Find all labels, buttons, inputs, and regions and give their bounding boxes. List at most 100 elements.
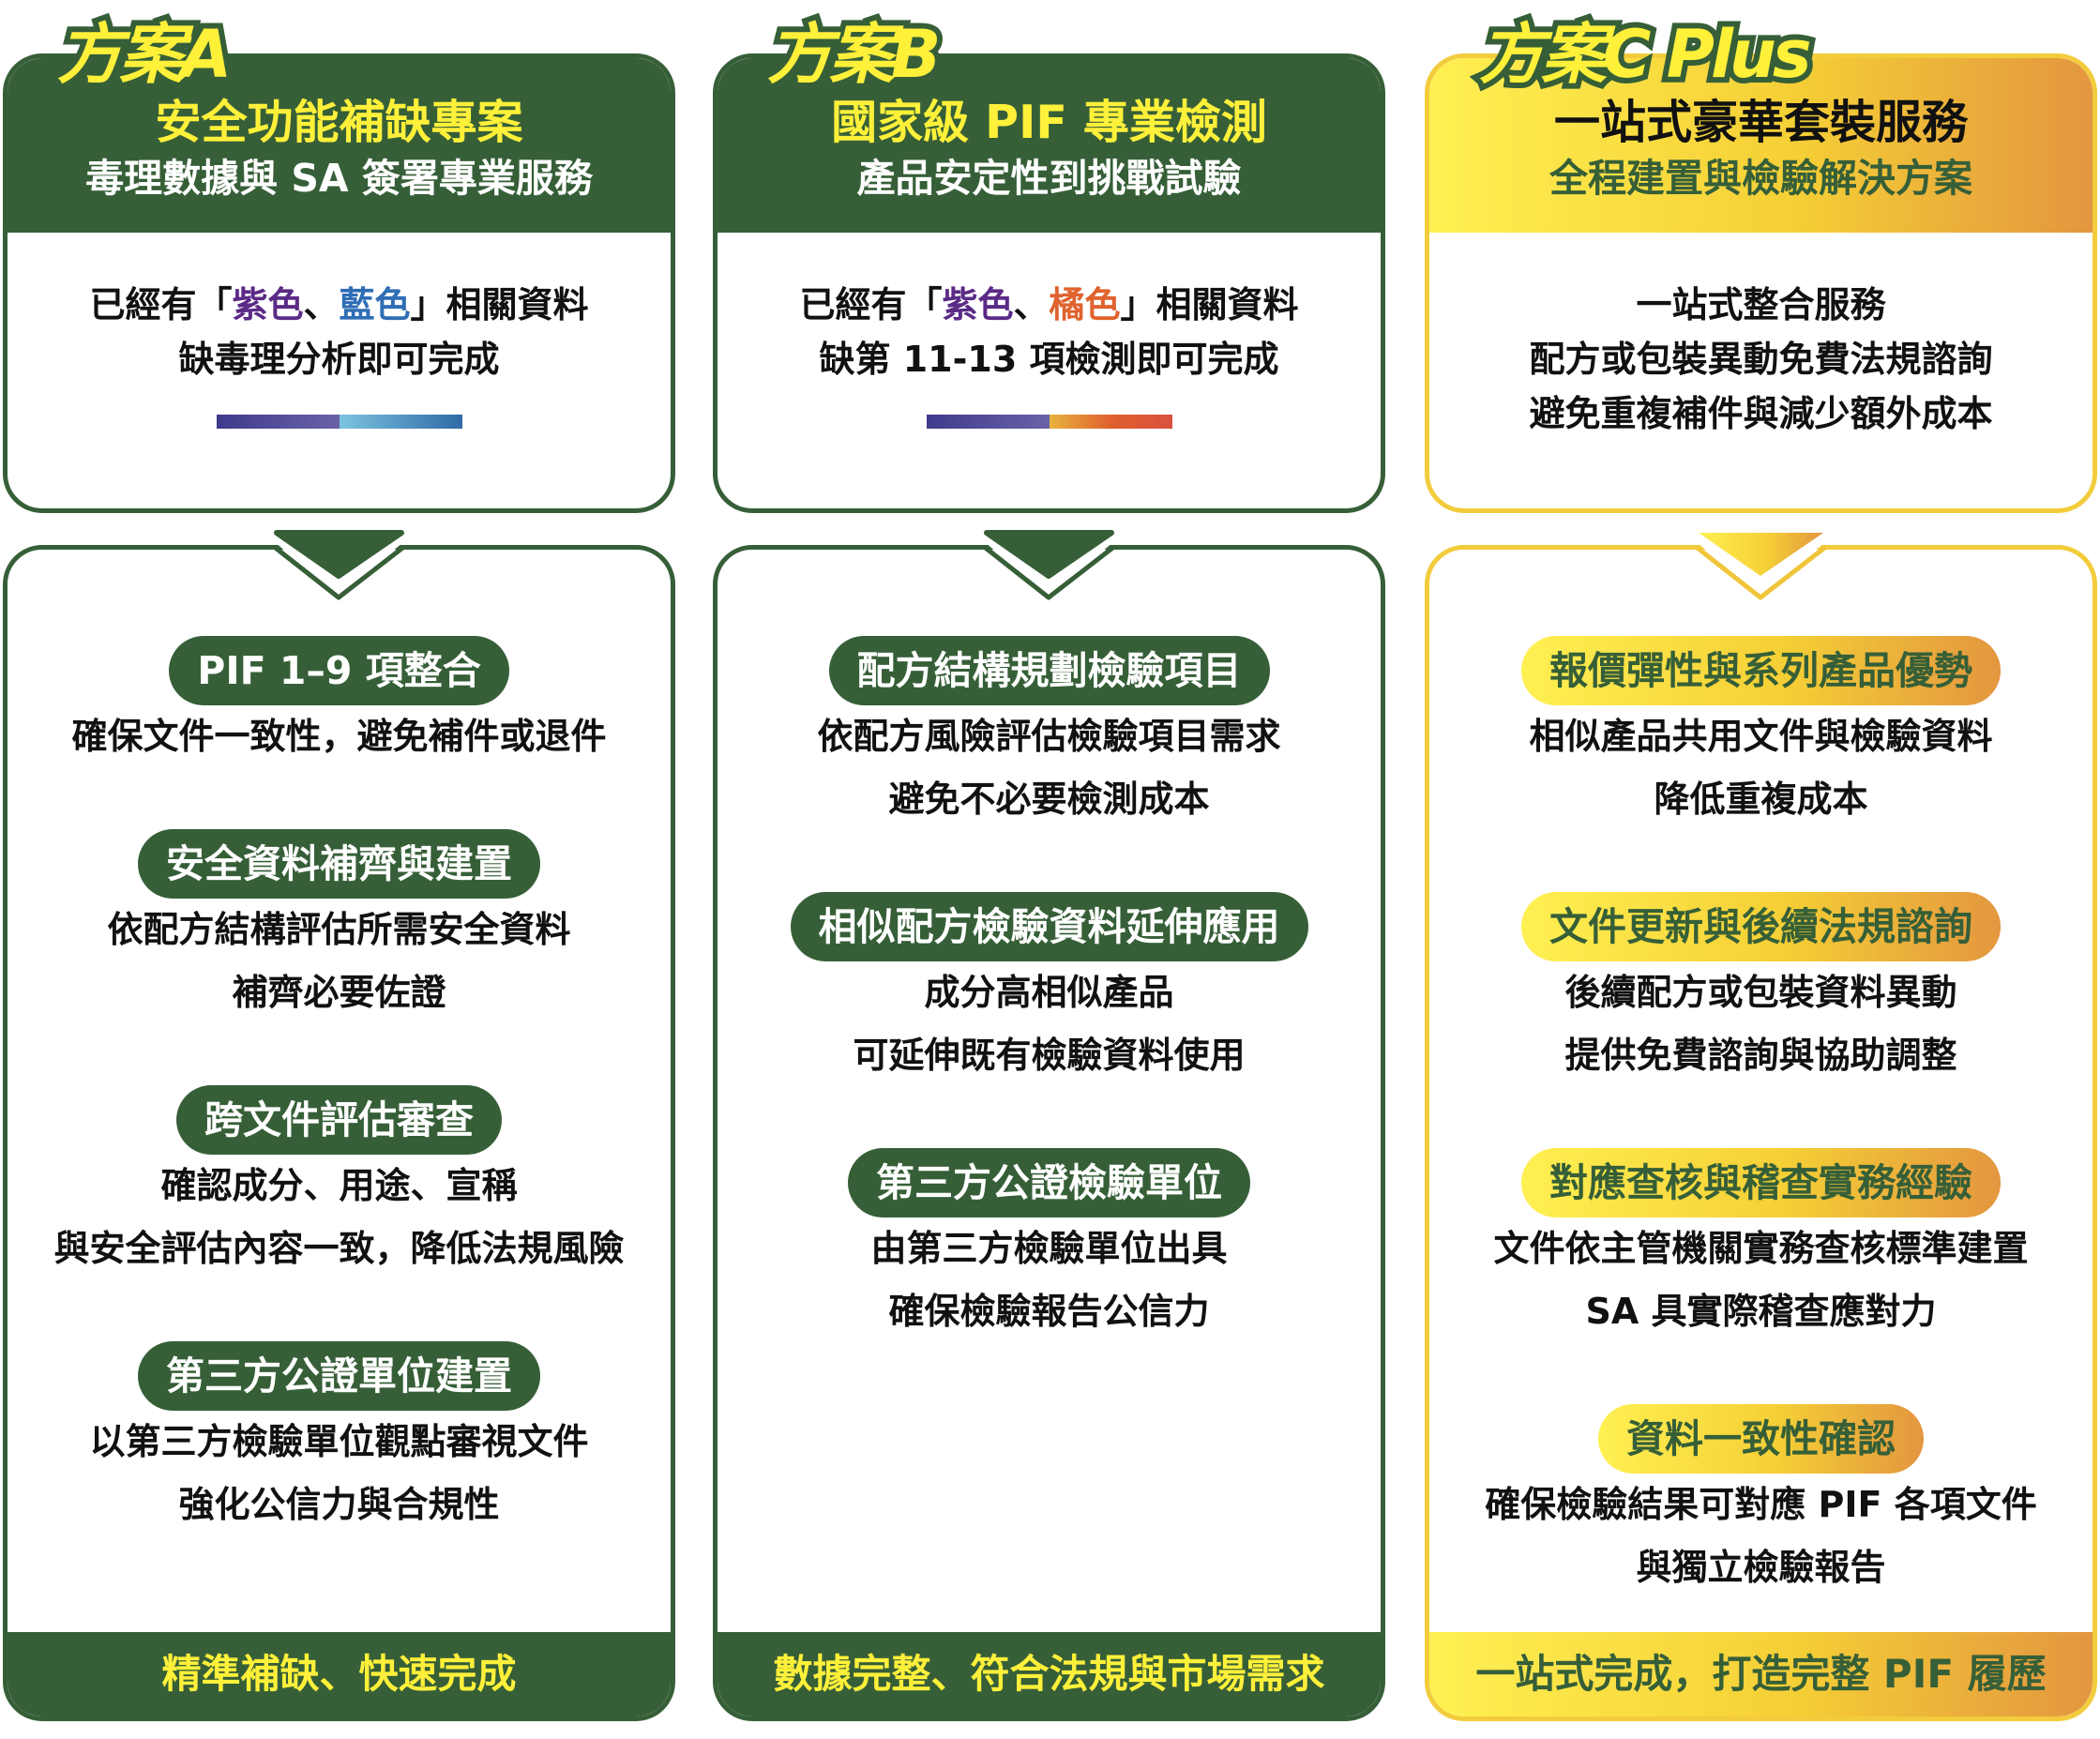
plan-section: 第三方公證檢驗單位由第三方檢驗單位出具確保檢驗報告公信力 [718, 1148, 1381, 1343]
summary-line: 配方或包裝異動免費法規諮詢 [1429, 332, 2092, 386]
color-bar-segment [216, 415, 340, 429]
section-line: 補齊必要佐證 [232, 972, 446, 1013]
summary-text: 配方或包裝異動免費法規諮詢 [1529, 339, 1993, 380]
plan-section: PIF 1–9 項整合確保文件一致性，避免補件或退件 [8, 636, 671, 768]
plan-footer: 數據完整、符合法規與市場需求 [718, 1632, 1381, 1716]
plan-title: 國家級 PIF 專業檢測 [831, 96, 1267, 149]
plan-section: 相似配方檢驗資料延伸應用成分高相似產品可延伸既有檢驗資料使用 [718, 892, 1381, 1087]
plan-section: 跨文件評估審查確認成分、用途、宣稱與安全評估內容一致，降低法規風險 [8, 1085, 671, 1280]
section-line: 由第三方檢驗單位出具 [870, 1228, 1228, 1269]
summary-text: 、 [303, 284, 340, 325]
arrow-triangle [984, 530, 1114, 579]
section-pill: 配方結構規劃檢驗項目 [828, 636, 1270, 705]
section-pill: 報價彈性與系列產品優勢 [1521, 636, 2001, 705]
color-bar-segment [1049, 415, 1172, 429]
section-line: 與獨立檢驗報告 [1636, 1547, 1886, 1588]
section-line: 提供免費諮詢與協助調整 [1564, 1035, 1957, 1076]
highlight-text: 橘色 [1049, 284, 1121, 325]
notch-outline [1695, 545, 1827, 600]
section-line: 降低重複成本 [1654, 779, 1868, 820]
plan-title: 安全功能補缺專案 [155, 96, 523, 149]
plan-summary: 已經有「紫色、藍色」相關資料缺毒理分析即可完成 [8, 233, 671, 429]
plan-header: 國家級 PIF 專業檢測產品安定性到挑戰試驗 [718, 58, 1381, 233]
summary-text: 避免重複補件與減少額外成本 [1529, 393, 1993, 434]
summary-line: 已經有「紫色、藍色」相關資料 [8, 278, 671, 332]
plan-subtitle: 全程建置與檢驗解決方案 [1549, 156, 1972, 201]
summary-line: 避免重複補件與減少額外成本 [1429, 386, 2092, 441]
plan-summary: 一站式整合服務配方或包裝異動免費法規諮詢避免重複補件與減少額外成本 [1429, 233, 2092, 441]
plan-subtitle: 產品安定性到挑戰試驗 [856, 156, 1242, 201]
section-line: 成分高相似產品 [924, 972, 1174, 1013]
summary-text: 、 [1013, 284, 1050, 325]
plan-sections: 配方結構規劃檢驗項目依配方風險評估檢驗項目需求避免不必要檢測成本相似配方檢驗資料… [718, 636, 1381, 1404]
section-pill: 對應查核與稽查實務經驗 [1521, 1148, 2001, 1217]
section-pill: 跨文件評估審查 [176, 1085, 502, 1155]
highlight-text: 藍色 [339, 284, 411, 325]
section-pill: 安全資料補齊與建置 [138, 829, 540, 899]
color-bar-segment [926, 415, 1050, 429]
plan-details-card: PIF 1–9 項整合確保文件一致性，避免補件或退件安全資料補齊與建置依配方結構… [3, 545, 675, 1721]
highlight-text: 紫色 [232, 284, 304, 325]
section-line: 確保檢驗報告公信力 [888, 1291, 1210, 1332]
section-pill: 文件更新與後續法規諮詢 [1521, 892, 2001, 961]
plan-section: 文件更新與後續法規諮詢後續配方或包裝資料異動提供免費諮詢與協助調整 [1429, 892, 2092, 1087]
plan-label: 方案B [762, 10, 946, 98]
plan-section: 第三方公證單位建置以第三方檢驗單位觀點審視文件強化公信力與合規性 [8, 1341, 671, 1536]
plan-summary-card: 國家級 PIF 專業檢測產品安定性到挑戰試驗已經有「紫色、橘色」相關資料缺第 1… [713, 53, 1385, 513]
arrow-down-icon [273, 530, 405, 600]
summary-line: 一站式整合服務 [1429, 278, 2092, 332]
highlight-text: 紫色 [942, 284, 1014, 325]
summary-text: 缺第 11-13 項檢測即可完成 [819, 339, 1279, 380]
plan-details-card: 報價彈性與系列產品優勢相似產品共用文件與檢驗資料降低重複成本文件更新與後續法規諮… [1425, 545, 2097, 1721]
section-line: 文件依主管機關實務查核標準建置 [1493, 1228, 2029, 1269]
summary-text: 缺毒理分析即可完成 [178, 339, 500, 380]
arrow-triangle [1699, 533, 1823, 576]
section-pill: 資料一致性確認 [1598, 1404, 1924, 1474]
plan-section: 安全資料補齊與建置依配方結構評估所需安全資料補齊必要佐證 [8, 829, 671, 1024]
section-pill: 第三方公證單位建置 [138, 1341, 540, 1411]
section-line: 可延伸既有檢驗資料使用 [853, 1035, 1246, 1076]
arrow-down-icon [1695, 533, 1827, 600]
section-line: 避免不必要檢測成本 [888, 779, 1210, 820]
plan-section: 報價彈性與系列產品優勢相似產品共用文件與檢驗資料降低重複成本 [1429, 636, 2092, 831]
plan-label: 方案A [52, 10, 237, 98]
plan-header: 安全功能補缺專案毒理數據與 SA 簽署專業服務 [8, 58, 671, 233]
summary-text: 一站式整合服務 [1636, 284, 1886, 325]
notch-outline [983, 545, 1115, 600]
color-bar [926, 415, 1172, 429]
summary-line: 缺毒理分析即可完成 [8, 332, 671, 386]
arrow-triangle [274, 530, 404, 579]
section-pill: 第三方公證檢驗單位 [848, 1148, 1250, 1217]
section-line: 確認成分、用途、宣稱 [160, 1165, 518, 1206]
section-line: 確保文件一致性，避免補件或退件 [71, 716, 607, 757]
color-bar [216, 415, 462, 429]
plan-details-card: 配方結構規劃檢驗項目依配方風險評估檢驗項目需求避免不必要檢測成本相似配方檢驗資料… [713, 545, 1385, 1721]
plan-section: 對應查核與稽查實務經驗文件依主管機關實務查核標準建置 SA 具實際稽查應對力 [1429, 1148, 2092, 1343]
section-line: 與安全評估內容一致，降低法規風險 [53, 1228, 625, 1269]
plan-sections: PIF 1–9 項整合確保文件一致性，避免補件或退件安全資料補齊與建置依配方結構… [8, 636, 671, 1597]
arrow-down-icon [983, 530, 1115, 600]
section-line: 相似產品共用文件與檢驗資料 [1529, 716, 1993, 757]
summary-text: 」相關資料 [410, 284, 589, 325]
section-line: 確保檢驗結果可對應 PIF 各項文件 [1485, 1484, 2037, 1525]
plan-header: 一站式豪華套裝服務全程建置與檢驗解決方案 [1429, 58, 2092, 233]
summary-line: 缺第 11-13 項檢測即可完成 [718, 332, 1381, 386]
section-line: SA 具實際稽查應對力 [1585, 1291, 1937, 1332]
plan-sections: 報價彈性與系列產品優勢相似產品共用文件與檢驗資料降低重複成本文件更新與後續法規諮… [1429, 636, 2092, 1660]
plan-section: 配方結構規劃檢驗項目依配方風險評估檢驗項目需求避免不必要檢測成本 [718, 636, 1381, 831]
section-line: 後續配方或包裝資料異動 [1564, 972, 1957, 1013]
plan-subtitle: 毒理數據與 SA 簽署專業服務 [85, 156, 593, 201]
summary-text: 」相關資料 [1120, 284, 1299, 325]
plan-label: 方案C Plus [1473, 10, 1818, 98]
plan-title: 一站式豪華套裝服務 [1553, 96, 1968, 149]
plan-footer: 一站式完成，打造完整 PIF 履歷 [1429, 1632, 2092, 1716]
summary-text: 已經有「 [89, 284, 233, 325]
section-pill: PIF 1–9 項整合 [169, 636, 509, 705]
summary-line: 已經有「紫色、橘色」相關資料 [718, 278, 1381, 332]
section-line: 依配方風險評估檢驗項目需求 [817, 716, 1281, 757]
plan-summary-card: 一站式豪華套裝服務全程建置與檢驗解決方案一站式整合服務配方或包裝異動免費法規諮詢… [1425, 53, 2097, 513]
section-pill: 相似配方檢驗資料延伸應用 [790, 892, 1308, 961]
